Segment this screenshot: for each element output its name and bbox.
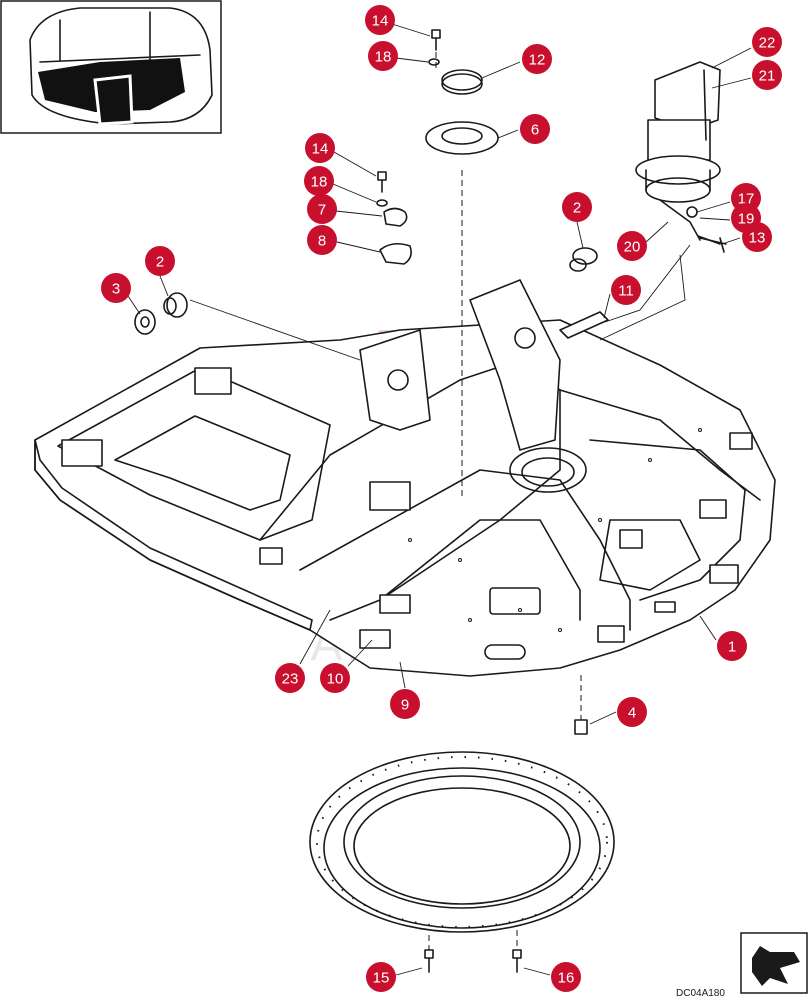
callout-number: 15 <box>373 970 390 987</box>
callout-bubble <box>365 5 395 35</box>
callout-16: 16 <box>551 962 581 992</box>
callout-bubble <box>307 225 337 255</box>
swing-frame <box>34 279 776 677</box>
callout-4: 4 <box>617 697 647 727</box>
callout-bubble <box>390 689 420 719</box>
callout-8: 8 <box>307 225 337 255</box>
callout-bubble <box>368 41 398 71</box>
callout-1: 1 <box>717 631 747 661</box>
swing-motor <box>635 61 721 245</box>
drawing-code: DC04A180 <box>676 988 725 999</box>
callout-bubble <box>562 192 592 222</box>
callout-bubble <box>717 631 747 661</box>
callout-2: 2 <box>562 192 592 222</box>
callout-14: 14 <box>305 133 335 163</box>
callout-15: 15 <box>366 962 396 992</box>
callout-bubble <box>752 27 782 57</box>
callout-2: 2 <box>145 246 175 276</box>
callout-number: 9 <box>401 697 409 714</box>
assembly-lines <box>189 52 691 950</box>
callout-number: 14 <box>372 13 389 30</box>
callout-number: 20 <box>624 239 641 256</box>
callout-bubble <box>617 697 647 727</box>
callout-bubble <box>307 194 337 224</box>
callout-14: 14 <box>365 5 395 35</box>
callout-bubble <box>617 231 647 261</box>
callout-23: 23 <box>275 663 305 693</box>
callout-22: 22 <box>752 27 782 57</box>
callout-18: 18 <box>304 166 334 196</box>
callout-13: 13 <box>742 222 772 252</box>
callout-number: 13 <box>749 230 766 247</box>
callout-bubble <box>520 114 550 144</box>
callout-number: 23 <box>282 671 299 688</box>
callout-11: 11 <box>611 275 641 305</box>
callout-number: 11 <box>618 283 634 300</box>
callout-bubble <box>366 962 396 992</box>
callout-leaders <box>127 23 752 976</box>
callout-number: 2 <box>573 200 581 217</box>
callout-9: 9 <box>390 689 420 719</box>
callout-number: 21 <box>759 68 776 85</box>
callout-bubble <box>275 663 305 693</box>
callout-bubble <box>551 962 581 992</box>
callout-bubble <box>752 60 782 90</box>
callout-bubble <box>742 222 772 252</box>
callout-number: 1 <box>728 639 736 656</box>
exploded-parts <box>134 29 727 735</box>
callout-bubble <box>145 246 175 276</box>
callout-number: 4 <box>628 705 636 722</box>
callout-3: 3 <box>101 273 131 303</box>
callout-bubble <box>305 133 335 163</box>
machine-locator-thumbnail <box>0 0 222 134</box>
callout-7: 7 <box>307 194 337 224</box>
callout-bubble <box>101 273 131 303</box>
callout-number: 12 <box>529 52 546 69</box>
callout-10: 10 <box>320 663 350 693</box>
callout-number: 2 <box>156 254 164 271</box>
callout-number: 7 <box>318 202 326 219</box>
callout-6: 6 <box>520 114 550 144</box>
callout-number: 18 <box>311 174 328 191</box>
callout-18: 18 <box>368 41 398 71</box>
callout-bubble <box>611 275 641 305</box>
callout-number: 6 <box>531 122 539 139</box>
callout-21: 21 <box>752 60 782 90</box>
callout-number: 19 <box>738 211 755 228</box>
callout-number: 22 <box>759 35 776 52</box>
callout-number: 17 <box>738 191 755 208</box>
callout-number: 14 <box>312 141 329 158</box>
callout-bubble <box>304 166 334 196</box>
callout-bubble <box>320 663 350 693</box>
callout-12: 12 <box>522 44 552 74</box>
swing-bearing-ring <box>309 751 615 973</box>
orientation-arrow-icon <box>740 932 808 994</box>
callout-number: 10 <box>327 671 344 688</box>
callout-number: 18 <box>375 49 392 66</box>
callout-number: 8 <box>318 233 326 250</box>
callout-20: 20 <box>617 231 647 261</box>
callout-number: 16 <box>558 970 575 987</box>
callout-number: 3 <box>112 281 120 298</box>
callout-bubble <box>522 44 552 74</box>
